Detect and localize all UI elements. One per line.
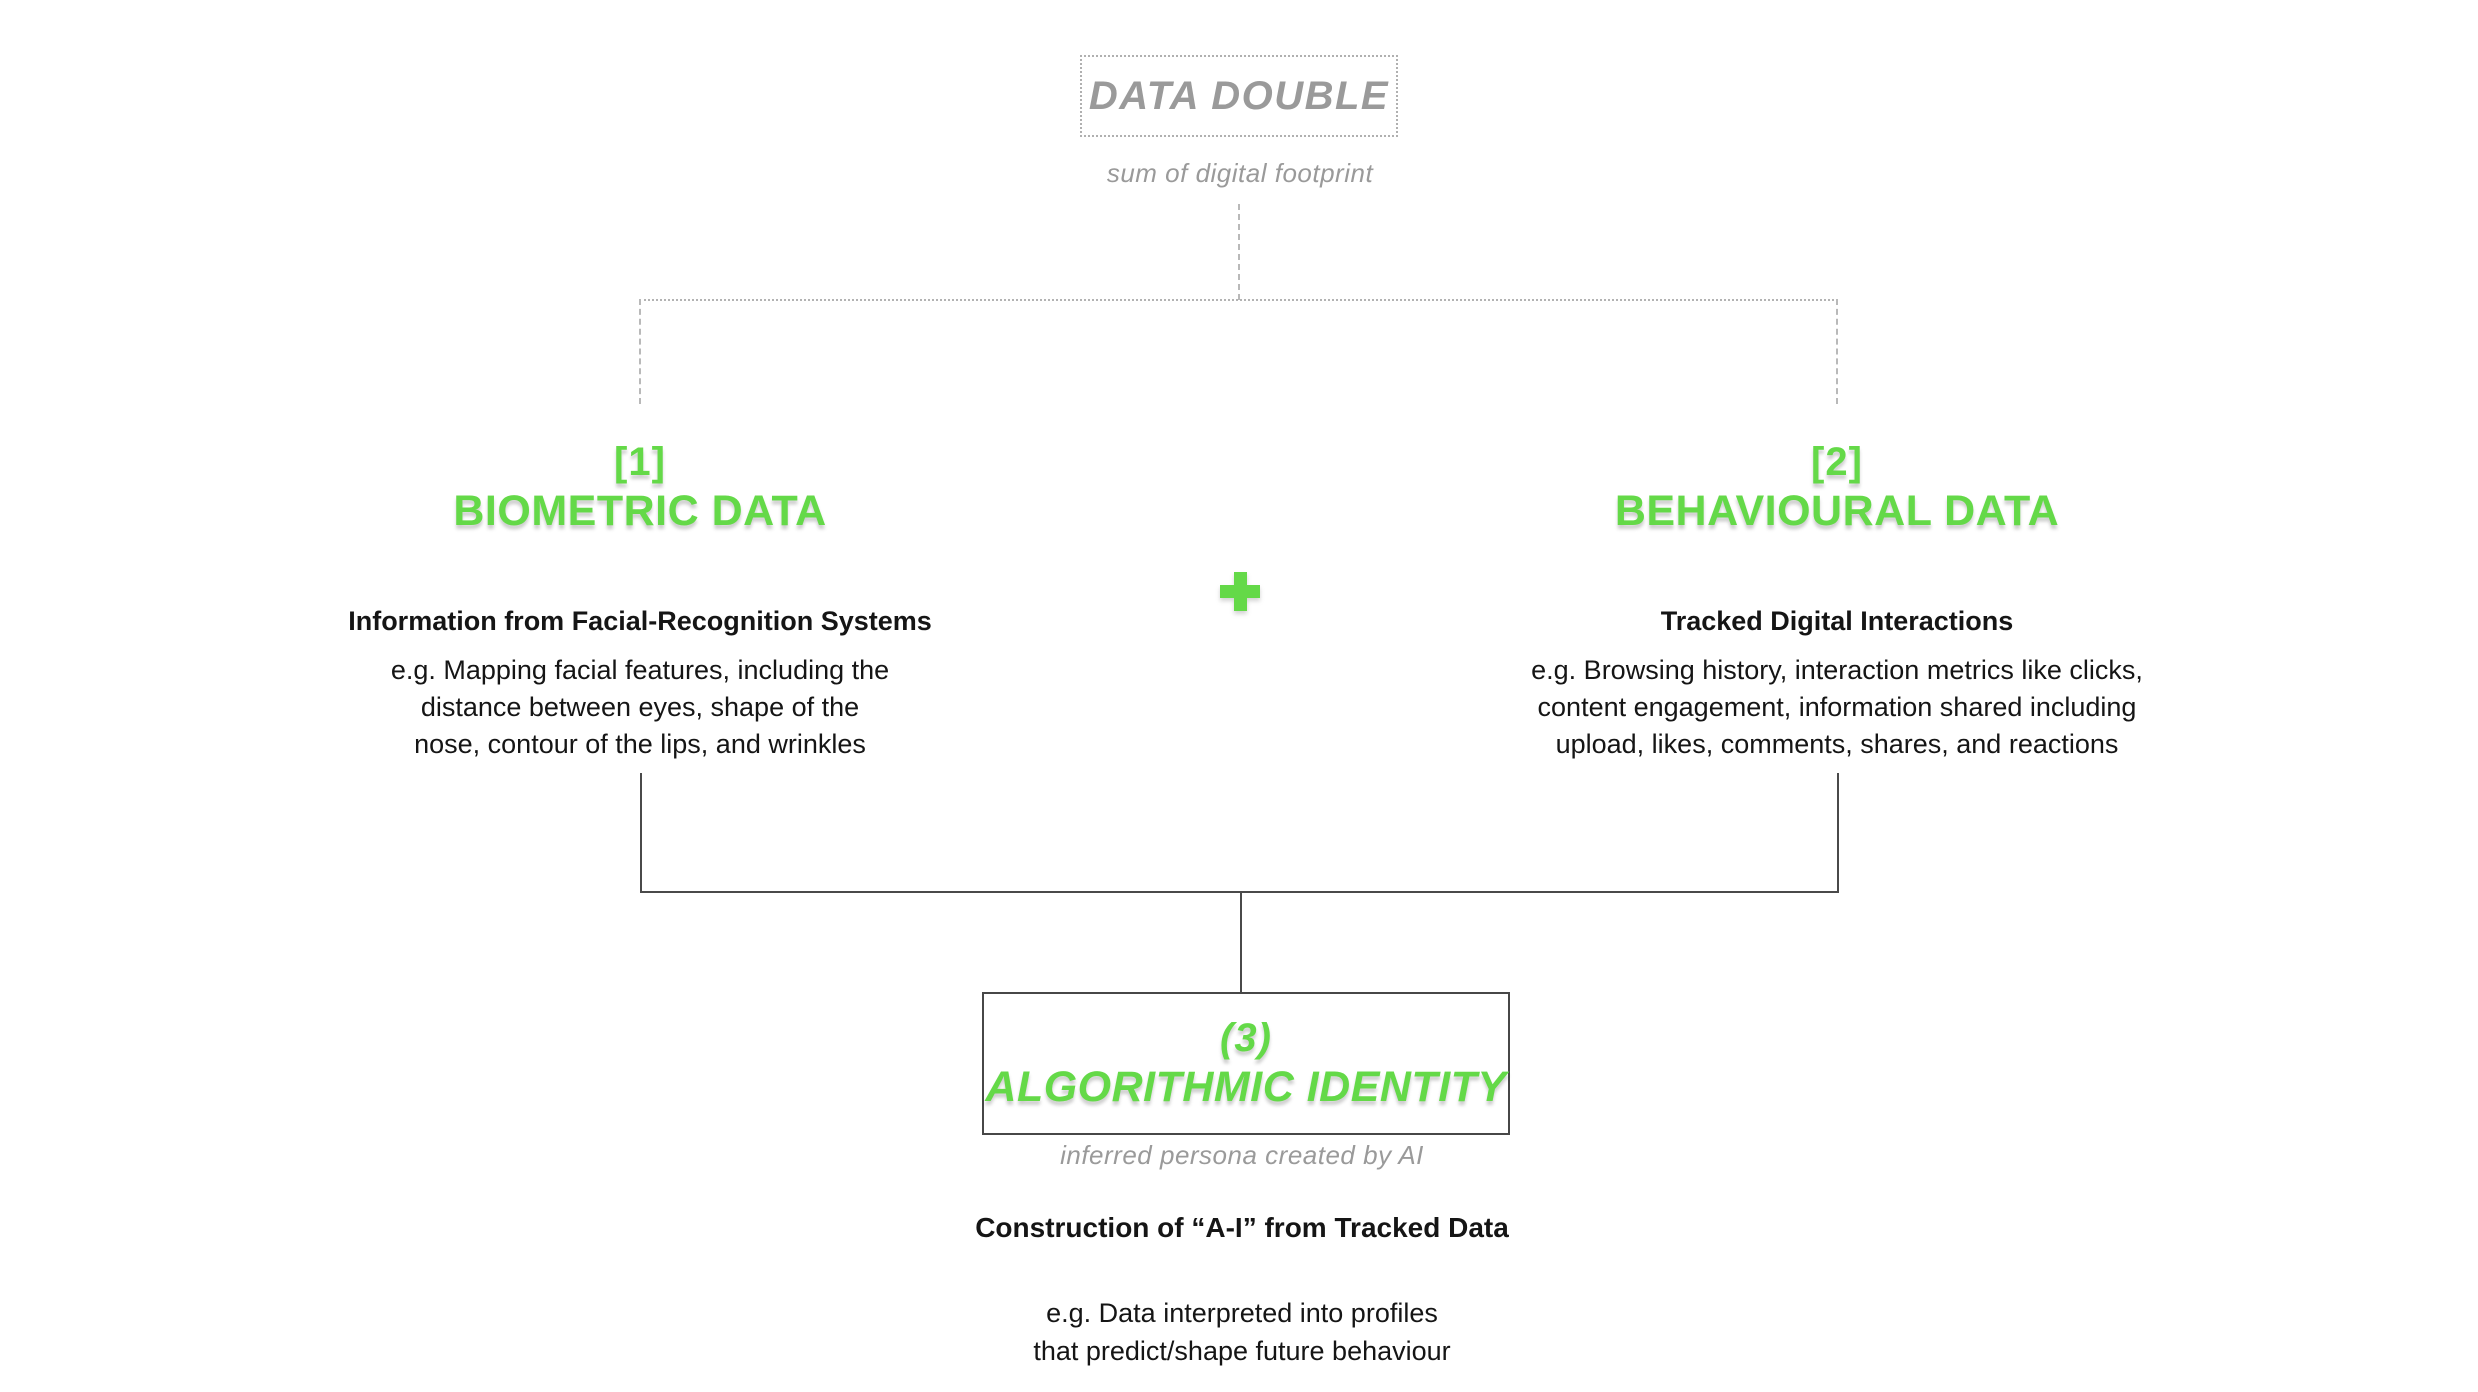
connector-merge-left-solid (640, 773, 642, 892)
branch-2-subtitle: Tracked Digital Interactions (1660, 606, 2014, 636)
connector-branch-left-dashed (639, 299, 641, 404)
root-subtitle: sum of digital footprint (1106, 158, 1374, 188)
result-body-line: that predict/shape future behaviour (1033, 1336, 1451, 1366)
branch-1-subtitle: Information from Facial-Recognition Syst… (348, 606, 932, 636)
result-title: ALGORITHMIC IDENTITY (985, 1063, 1507, 1111)
branch-2-body-line: content engagement, information shared i… (1537, 692, 2137, 722)
branch-2-title: BEHAVIOURAL DATA (1614, 487, 2060, 535)
branch-2-body-line: e.g. Browsing history, interaction metri… (1531, 655, 2143, 685)
connector-branch-right-dashed (1836, 299, 1838, 404)
branch-1-index: [1] (614, 440, 666, 484)
branch-2-index: [2] (1811, 440, 1863, 484)
result-heading: Construction of “A-I” from Tracked Data (975, 1212, 1509, 1243)
root-node-data-double: DATA DOUBLE (1080, 55, 1398, 137)
branch-1-body-line: nose, contour of the lips, and wrinkles (414, 729, 866, 759)
branch-1-body: e.g. Mapping facial features, including … (391, 652, 889, 763)
plus-icon (1220, 572, 1260, 611)
connector-merge-bar-solid (640, 891, 1839, 893)
result-subtitle: inferred persona created by AI (1060, 1140, 1424, 1170)
branch-2-body-line: upload, likes, comments, shares, and rea… (1555, 729, 2119, 759)
result-body: e.g. Data interpreted into profiles that… (1033, 1294, 1450, 1370)
result-node-algorithmic-identity: (3) ALGORITHMIC IDENTITY (982, 992, 1510, 1135)
branch-1-title: BIOMETRIC DATA (453, 487, 827, 535)
branch-1-body-line: distance between eyes, shape of the (420, 692, 860, 722)
connector-merge-right-solid (1837, 773, 1839, 892)
connector-result-stem-solid (1240, 891, 1242, 993)
root-title: DATA DOUBLE (1088, 73, 1390, 118)
branch-2-body: e.g. Browsing history, interaction metri… (1531, 652, 2143, 763)
connector-branch-split-dotted (639, 299, 1838, 301)
result-index: (3) (1220, 1016, 1272, 1060)
branch-1-body-line: e.g. Mapping facial features, including … (390, 655, 890, 685)
connector-root-stem-dashed (1238, 204, 1240, 300)
result-body-line: e.g. Data interpreted into profiles (1046, 1298, 1438, 1328)
